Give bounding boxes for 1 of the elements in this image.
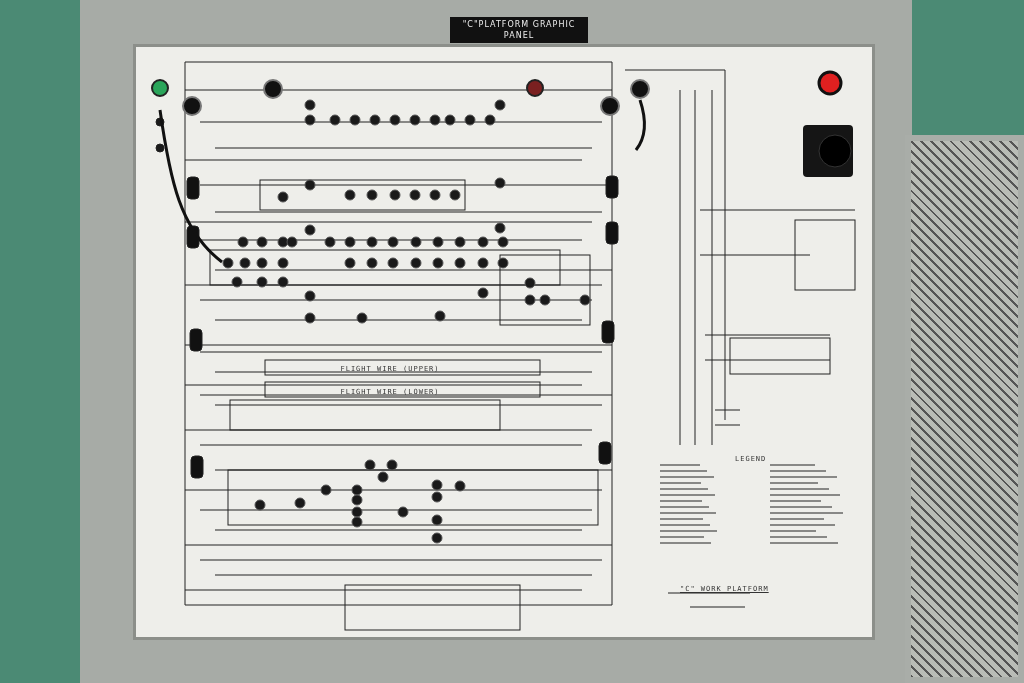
nameplate: "C"PLATFORM GRAPHIC PANEL — [450, 17, 588, 43]
